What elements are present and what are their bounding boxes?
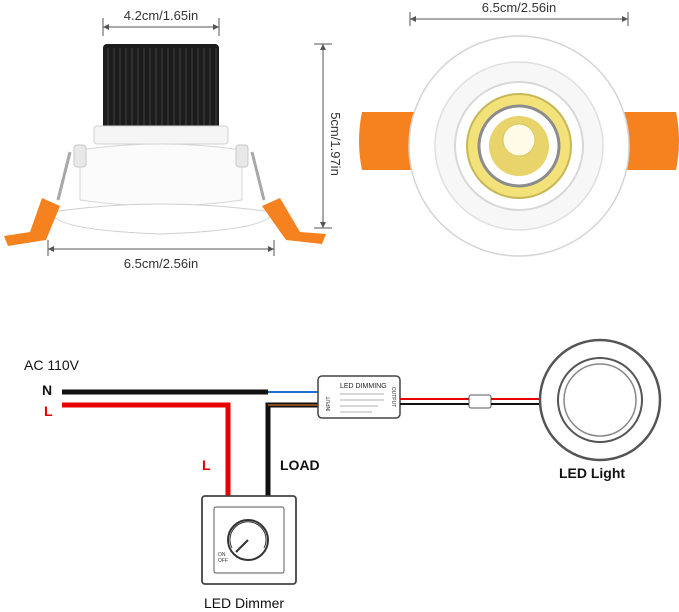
led-dimmer-icon: ON OFF <box>201 495 297 585</box>
height-dimension: 5cm/1.97in <box>314 43 343 229</box>
front-view: 6.5cm/2.56in <box>359 0 679 257</box>
supply-label: AC 110V <box>24 357 80 373</box>
spring-clips <box>4 151 326 246</box>
led-dimmer-label: LED Dimmer <box>204 595 284 611</box>
side-view: 4.2cm/1.65in 5cm/1.97in <box>4 8 343 271</box>
driver-title: LED DIMMING <box>340 383 387 390</box>
front-width-dimension: 6.5cm/2.56in <box>409 0 629 26</box>
driver-output-label: OUTPUT <box>390 387 396 408</box>
led-light-label: LED Light <box>559 465 625 481</box>
front-clip-left <box>359 112 414 170</box>
heatsink <box>103 44 219 132</box>
wire-connector <box>468 394 492 409</box>
top-width-label: 4.2cm/1.65in <box>124 8 198 23</box>
led-light-icon <box>538 338 662 462</box>
lamp-body <box>51 125 273 235</box>
load-label: LOAD <box>280 457 320 473</box>
svg-text:OFF: OFF <box>218 558 228 564</box>
neutral-label: N <box>42 382 52 398</box>
bottom-width-dimension: 6.5cm/2.56in <box>47 240 275 271</box>
svg-text:ON: ON <box>218 552 226 558</box>
led-driver: LED DIMMING INPUT OUTPUT <box>317 375 401 419</box>
driver-input-label: INPUT <box>326 397 332 412</box>
bottom-width-label: 6.5cm/2.56in <box>124 256 198 271</box>
height-label: 5cm/1.97in <box>328 112 343 176</box>
led-chip <box>502 123 536 157</box>
front-clip-right <box>624 112 679 170</box>
top-width-dimension: 4.2cm/1.65in <box>102 8 220 36</box>
front-width-label: 6.5cm/2.56in <box>482 0 556 15</box>
dimmer-live-label: L <box>202 457 211 473</box>
live-label: L <box>44 403 53 419</box>
wiring-diagram: AC 110V N L L LOAD LED DIMMING INPUT OUT… <box>24 338 662 611</box>
